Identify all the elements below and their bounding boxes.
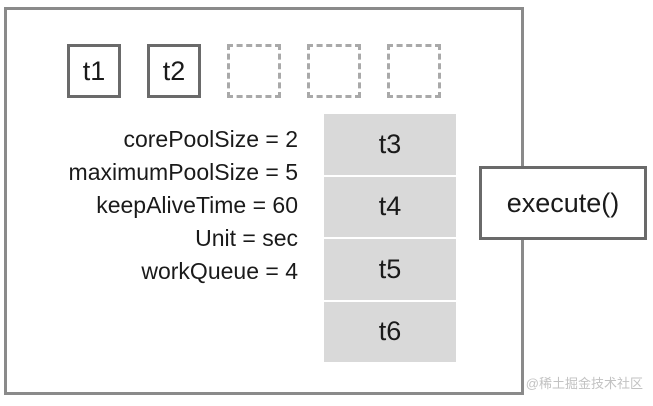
param-keep-alive-time: keepAliveTime = 60	[96, 192, 298, 218]
execute-box: execute()	[479, 166, 647, 240]
queue-item-t6: t6	[324, 299, 456, 362]
thread-slot-empty	[227, 44, 281, 98]
watermark: @稀土掘金技术社区	[525, 376, 643, 391]
queue-item-t5: t5	[324, 237, 456, 300]
thread-slot-label: t2	[162, 55, 186, 86]
thread-slot-empty	[387, 44, 441, 98]
thread-slot-t1: t1	[67, 44, 121, 98]
queue-item-t4: t4	[324, 174, 456, 237]
thread-slot-empty	[307, 44, 361, 98]
param-maximum-pool-size: maximumPoolSize = 5	[68, 159, 298, 185]
param-work-queue: workQueue = 4	[141, 258, 298, 284]
param-core-pool-size: corePoolSize = 2	[123, 126, 298, 152]
param-unit: Unit = sec	[195, 225, 298, 251]
thread-slot-label: t1	[82, 55, 106, 86]
thread-slot-t2: t2	[147, 44, 201, 98]
queue-item-t3: t3	[324, 114, 456, 175]
work-queue: t3 t4 t5 t6	[324, 114, 456, 362]
pool-parameters: corePoolSize = 2 maximumPoolSize = 5 kee…	[0, 123, 298, 288]
execute-label: execute()	[506, 187, 620, 218]
